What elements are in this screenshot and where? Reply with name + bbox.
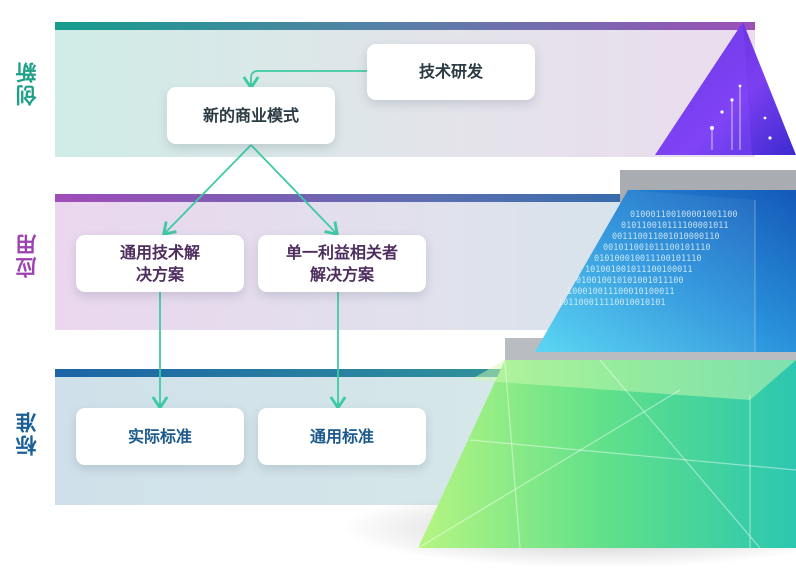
- pyramid-code-line: 001110011001010000110: [612, 232, 719, 242]
- arrow-business-to-single: [250, 144, 340, 237]
- pyramid-middle-tier: 0100011001000010011000101100101111000010…: [535, 170, 796, 352]
- pyramid-code-line: 010010010101001011100: [576, 276, 683, 286]
- pyramid-code-line: 101001001011100100011: [585, 265, 692, 275]
- node-general-solution-label: 通用技术解 决方案: [119, 242, 200, 284]
- node-new-business-model: 新的商业模式: [167, 87, 335, 144]
- arrow-tech-to-business: [242, 70, 367, 91]
- node-practical-standard-label: 实际标准: [127, 426, 192, 446]
- node-general-standard-label: 通用标准: [309, 426, 374, 446]
- arrow-business-to-general: [161, 144, 252, 237]
- node-new-business-model-label: 新的商业模式: [202, 105, 299, 125]
- pyramid-bottom-tier: [417, 338, 796, 549]
- node-single-stakeholder-label: 单一利益相关者 解决方案: [285, 242, 398, 284]
- pyramid-code-line: 010001100100001001100: [630, 210, 737, 220]
- pyramid-code-line: 010110010111100001011: [621, 221, 728, 231]
- node-single-stakeholder: 单一利益相关者 解决方案: [258, 235, 426, 292]
- node-general-standard: 通用标准: [258, 408, 426, 465]
- node-tech-rnd-label: 技术研发: [418, 62, 483, 81]
- pyramid-code-line: 100010011100010100011: [567, 287, 674, 297]
- pyramid-top-tier: [655, 22, 796, 155]
- pyramid-code-line: 010100010011100101110: [594, 254, 701, 264]
- node-practical-standard: 实际标准: [76, 408, 244, 465]
- pyramid-code-line: 101100011110010010101: [558, 298, 665, 308]
- pyramid-code-line: 001011001011100101110: [603, 243, 710, 253]
- node-general-solution: 通用技术解 决方案: [76, 235, 244, 292]
- node-tech-rnd: 技术研发: [367, 44, 535, 100]
